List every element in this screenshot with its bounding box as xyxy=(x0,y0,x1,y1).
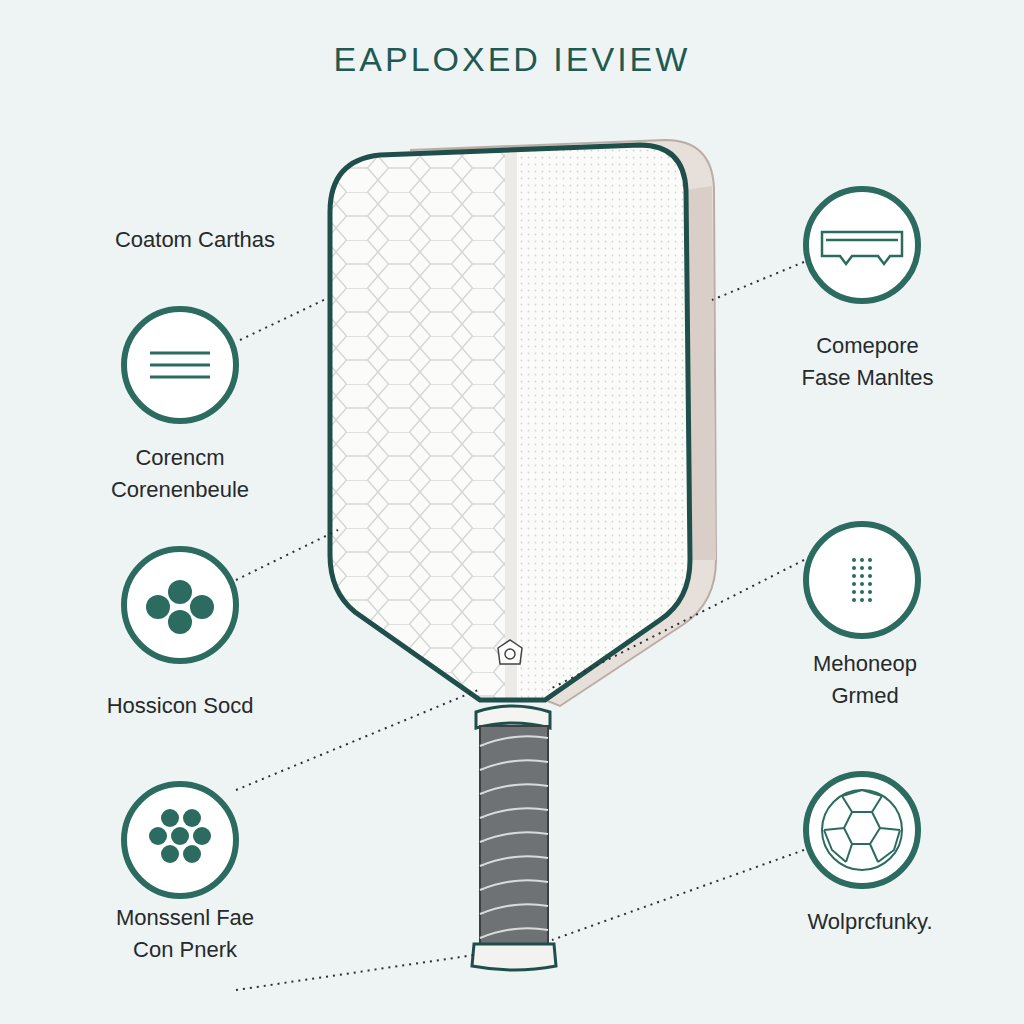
grip-wrap-line xyxy=(480,856,548,866)
face-texture xyxy=(330,140,695,710)
grid-dot xyxy=(860,574,864,578)
icon-circle xyxy=(124,549,236,661)
paddle-edge-guard xyxy=(330,145,690,700)
part-label: Mehoneop Grmed xyxy=(795,648,935,712)
cluster-icon xyxy=(149,809,211,863)
grid-dot xyxy=(868,590,872,594)
layer-icon xyxy=(822,232,902,264)
part-label: Comepore Fase Manltes xyxy=(795,330,940,394)
part-label: Corencm Corenenbeule xyxy=(80,442,280,506)
grid-dot xyxy=(852,574,856,578)
grid-dot xyxy=(868,598,872,602)
part-label: Monssenl Fae Con Pnerk xyxy=(105,902,265,966)
grid-dot xyxy=(860,566,864,570)
leader-line xyxy=(552,850,804,940)
dots-icon xyxy=(146,580,214,634)
grid-dot xyxy=(852,590,856,594)
part-label: Coatom Carthas xyxy=(70,224,320,256)
part-label: Hossicon Socd xyxy=(55,690,305,722)
leader-line xyxy=(236,530,338,580)
leader-line xyxy=(712,262,804,300)
leader-lines xyxy=(236,262,804,990)
grip-wrap-line xyxy=(480,928,548,938)
handle-grip xyxy=(480,726,548,944)
grid-dot xyxy=(852,558,856,562)
grid-dot xyxy=(868,558,872,562)
grip-wrap-line xyxy=(480,808,548,818)
grip-wrap-line xyxy=(480,904,548,914)
leader-line xyxy=(240,298,328,340)
grid-dot xyxy=(860,582,864,586)
icon-circle xyxy=(124,784,236,896)
grip-wrap-line xyxy=(480,784,548,794)
grip-wrap-line xyxy=(480,880,548,890)
icon-circle xyxy=(806,189,918,301)
icon-circle xyxy=(806,524,918,636)
grid-dot xyxy=(852,582,856,586)
paddle-logo-dot xyxy=(505,649,515,659)
icon-circle xyxy=(124,309,236,421)
leader-line xyxy=(548,560,804,690)
grip-wrap xyxy=(480,736,548,938)
icon-circle xyxy=(806,774,918,886)
grid-dot xyxy=(860,558,864,562)
leader-line xyxy=(236,690,478,790)
grip-wrap-line xyxy=(480,760,548,770)
paddle-logo xyxy=(498,640,522,664)
grid-icon xyxy=(852,558,872,602)
part-label: Wolprcfunky. xyxy=(765,906,975,938)
handle-butt xyxy=(472,944,556,970)
grid-dot xyxy=(860,598,864,602)
leader-line xyxy=(236,955,474,990)
grid-dot xyxy=(868,566,872,570)
grip-wrap-line xyxy=(480,736,548,746)
ball-icon xyxy=(822,790,902,870)
grid-dot xyxy=(860,590,864,594)
diagram-title: EAPLOXED IEVIEW xyxy=(0,40,1024,79)
grip-wrap-line xyxy=(480,832,548,842)
handle-collar xyxy=(476,706,550,728)
lines-icon xyxy=(150,353,210,377)
grid-dot xyxy=(852,566,856,570)
grid-dot xyxy=(868,574,872,578)
grid-dot xyxy=(852,598,856,602)
grid-dot xyxy=(868,582,872,586)
